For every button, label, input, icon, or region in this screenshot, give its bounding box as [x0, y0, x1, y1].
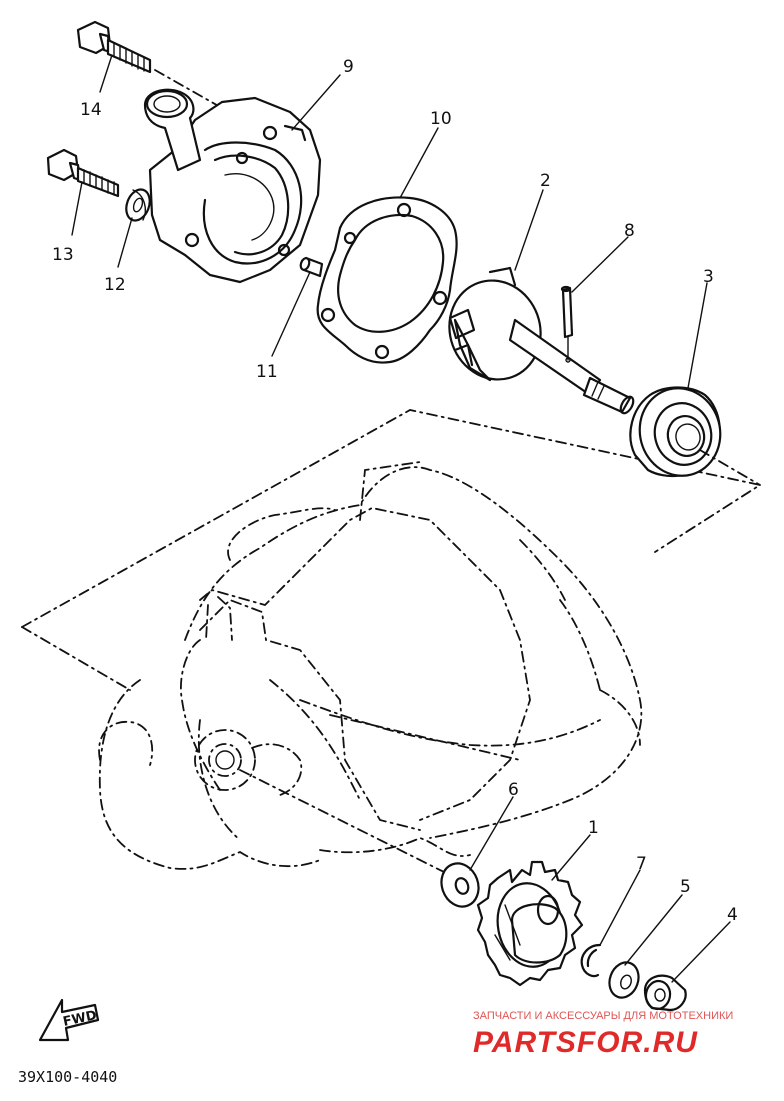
callout-2: 2: [540, 171, 551, 191]
callout-4: 4: [727, 905, 738, 925]
callout-10: 10: [430, 109, 452, 129]
pin-8: [560, 285, 574, 363]
callout-3: 3: [703, 267, 714, 287]
bolt-13: [46, 148, 120, 198]
collar-4: [643, 974, 687, 1012]
callout-14: 14: [80, 100, 102, 120]
bearing-3: [629, 386, 722, 477]
callout-13: 13: [52, 245, 74, 265]
callout-9: 9: [343, 57, 354, 77]
washer-5: [608, 961, 640, 999]
washer-12: [125, 188, 151, 222]
callout-11: 11: [256, 362, 278, 382]
fwd-label: FWD: [62, 1008, 99, 1030]
washer-6: [440, 862, 480, 908]
circlip-7: [580, 943, 602, 978]
callout-labels: 14 13 12 11 9 10 2 8 3 6 1 7 5 4: [52, 57, 738, 925]
callout-1: 1: [588, 818, 599, 838]
diagram-code: 39X100-4040: [18, 1068, 117, 1086]
axis-line: [239, 769, 461, 881]
watermark-brand: PARTSFOR.RU: [473, 1026, 698, 1059]
callout-7: 7: [636, 854, 647, 874]
axis-line-2: [699, 449, 761, 486]
gear-1: [476, 860, 584, 987]
pump-housing-9: [143, 88, 322, 284]
watermark: ЗАПЧАСТИ И АКСЕССУАРЫ ДЛЯ МОТОТЕХНИКИ PA…: [473, 1010, 733, 1059]
callout-5: 5: [680, 877, 691, 897]
callout-12: 12: [104, 275, 126, 295]
callout-8: 8: [624, 221, 635, 241]
bolt-14: [76, 20, 223, 109]
gasket-10: [316, 196, 458, 364]
watermark-caption: ЗАПЧАСТИ И АКСЕССУАРЫ ДЛЯ МОТОТЕХНИКИ: [473, 1010, 733, 1022]
impeller-shaft-2: [448, 266, 635, 415]
leader-lines: [71, 54, 731, 983]
crankcase-cover: [21, 409, 763, 870]
callout-6: 6: [508, 780, 519, 800]
dowel-pin-11: [299, 256, 324, 278]
fwd-arrow-icon: FWD: [38, 998, 100, 1042]
